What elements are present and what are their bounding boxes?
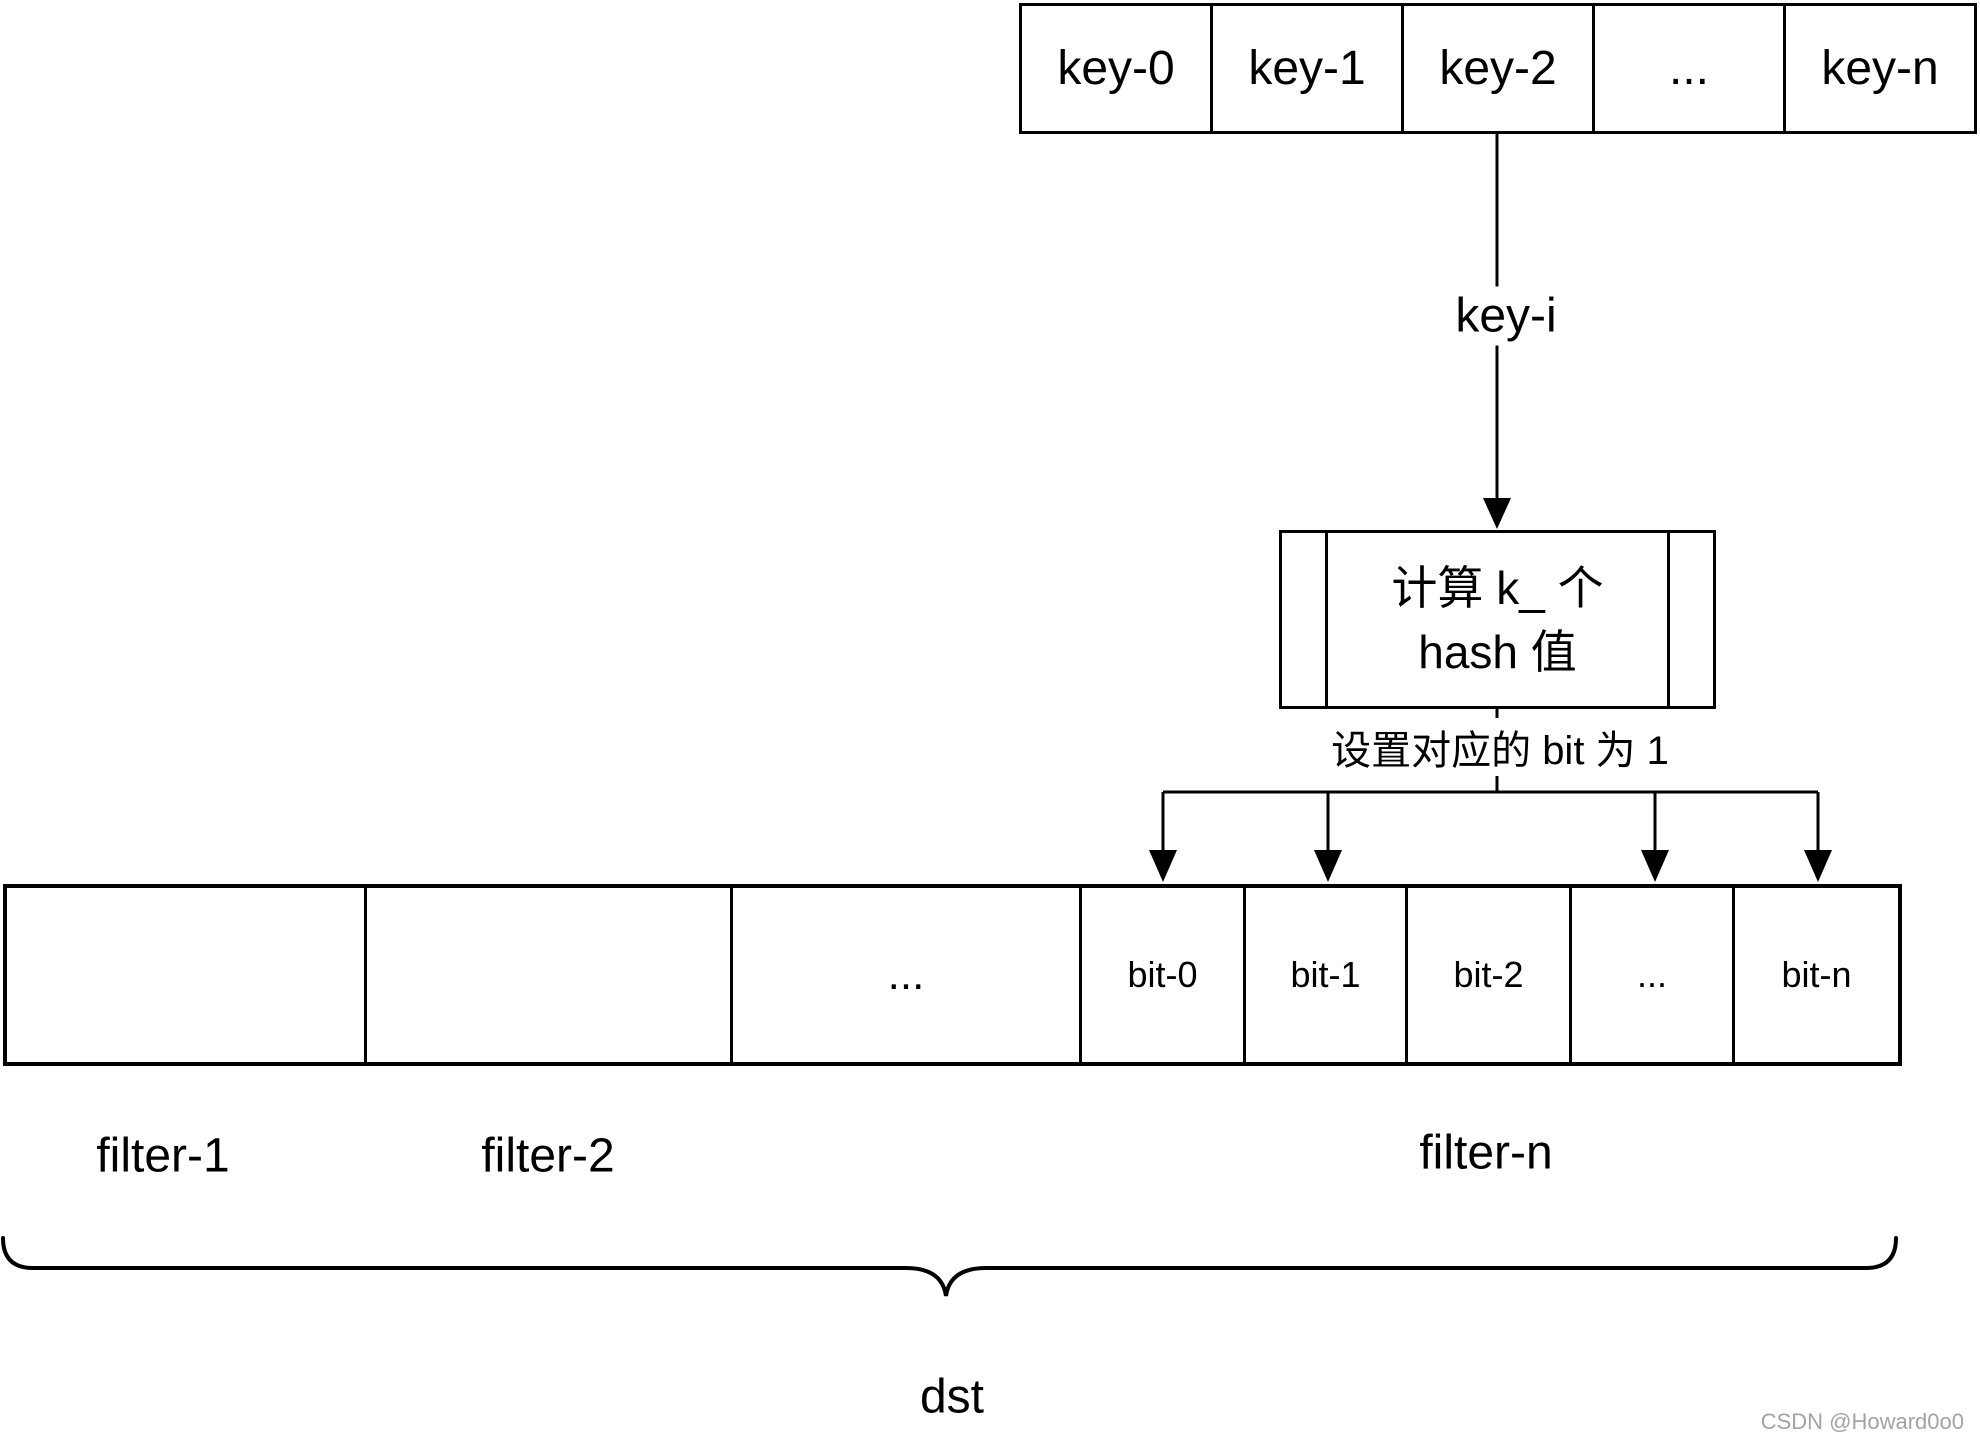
key-row: key-0 key-1 key-2 ... key-n	[1019, 3, 1977, 134]
hash-box-text: 计算 k_ 个 hash 值	[1282, 533, 1713, 706]
watermark: CSDN @Howard0o0	[1760, 1409, 1964, 1434]
filter-2-label: filter-2	[481, 1129, 615, 1183]
hash-box-line2: hash 值	[1418, 625, 1577, 678]
key-cell: key-n	[1821, 42, 1939, 95]
filter-n-label: filter-n	[1419, 1126, 1553, 1180]
key-cell: key-1	[1213, 6, 1404, 131]
key-cell: key-0	[1022, 6, 1213, 131]
hash-box-right-bar	[1667, 533, 1670, 706]
dst-brace	[1, 1236, 1898, 1297]
arrow-down-icon	[1314, 850, 1342, 882]
filter-cell	[7, 888, 367, 1062]
filter-cell-ellipsis: ...	[733, 888, 1082, 1062]
set-bit-caption: 设置对应的 bit 为 1	[1323, 718, 1677, 776]
key-cell: key-2	[1404, 6, 1595, 131]
hash-box-left-bar	[1325, 533, 1328, 706]
bit-cell: bit-0	[1082, 888, 1246, 1062]
filter-1-label: filter-1	[96, 1129, 230, 1183]
filter-bit-row: ... bit-0 bit-1 bit-2 ... bit-n	[3, 884, 1902, 1066]
arrow-down-icon	[1641, 850, 1669, 882]
key-i-label: key-i	[1445, 286, 1567, 346]
hash-box-line1: 计算 k_ 个	[1391, 561, 1604, 614]
bit-cell-ellipsis: ...	[1572, 888, 1735, 1062]
arrow-down-icon	[1483, 498, 1511, 529]
dst-label: dst	[919, 1370, 985, 1424]
key-cell-ellipsis: ...	[1595, 6, 1786, 131]
hash-box: 计算 k_ 个 hash 值	[1279, 530, 1716, 709]
bit-cell: bit-n	[1781, 954, 1852, 995]
filter-cell	[367, 888, 733, 1062]
arrow-down-icon	[1804, 850, 1832, 882]
hash-to-bits-connector	[1149, 708, 1832, 882]
arrow-down-icon	[1149, 850, 1177, 882]
bit-cell: bit-1	[1246, 888, 1408, 1062]
bit-cell: bit-2	[1408, 888, 1572, 1062]
